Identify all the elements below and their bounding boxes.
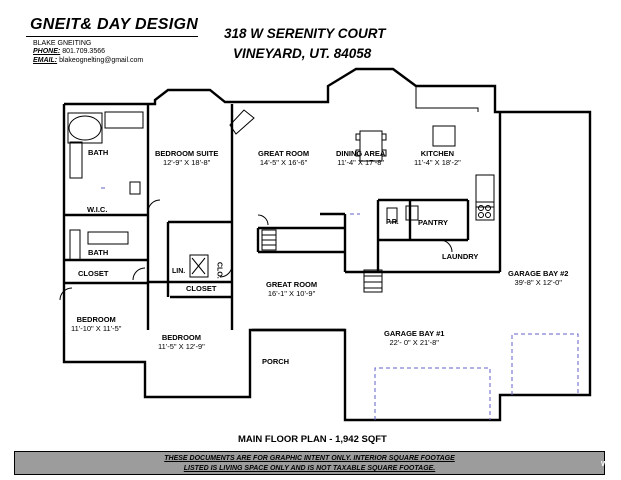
exterior-wall [62,67,592,422]
room-bath-1: BATH [88,148,109,157]
room-dimensions: 11'-10" X 11'-5" [71,323,122,333]
address-line-1: 318 W SERENITY COURT [224,26,386,41]
room-dining-area: DINING AREA 11'-4" X 17'-8" [336,149,386,167]
room-dimensions: 11'-4" X 18'-2" [414,157,461,167]
email-label: EMAIL: [33,57,58,64]
room-name: BEDROOM [161,333,201,342]
disclaimer-line-2: LISTED IS LIVING SPACE ONLY AND IS NOT T… [183,465,436,472]
room-bedroom-suite: BEDROOM SUITE 12'-9" X 18'-8" [155,149,219,167]
room-dimensions: 22'- 0" X 21'-8" [389,337,439,347]
room-linen: LIN. [172,268,186,275]
room-dimensions: 39'-8" X 12'-0" [514,277,562,287]
room-kitchen: KITCHEN 11'-4" X 18'-2" [414,149,461,167]
contact-name: BLAKE GNEITING [33,40,92,47]
room-dimensions: 11'-5" X 12'-9" [158,341,205,351]
room-closet-2: CLOSET [186,284,217,293]
room-great-room-2: GREAT ROOM 16'-1" X 10'-9" [266,280,318,298]
room-dimensions: 11'-4" X 17'-8" [337,157,385,167]
firm-underline [26,36,198,37]
room-dimensions: 12'-9" X 18'-8" [162,157,211,167]
room-name: GARAGE BAY #1 [384,329,445,338]
room-name: BEDROOM SUITE [155,149,219,158]
room-porch: PORCH [262,357,290,366]
room-powder: P.R. [386,219,399,226]
room-laundry: LAUNDRY [442,252,479,261]
phone-number: 801.709.3566 [62,48,106,55]
email-address: blakeognelting@gmail.com [59,57,144,64]
address-line-2: VINEYARD, UT. 84058 [233,46,372,61]
room-bedroom-2: BEDROOM 11'-5" X 12'-9" [158,333,205,351]
contact-phone: PHONE: 801.709.3566 [33,48,105,56]
room-name: DINING AREA [336,149,386,158]
disclaimer-line-1: THESE DOCUMENTS ARE FOR GRAPHIC INTENT O… [164,455,455,462]
watermark: WFR [601,461,617,468]
room-garage-bay-1: GARAGE BAY #1 22'- 0" X 21'-8" [384,329,445,347]
room-closet-1: CLOSET [78,269,109,278]
room-bedroom-1: BEDROOM 11'-10" X 11'-5" [71,315,122,333]
room-name: GREAT ROOM [258,149,310,158]
contact-email: EMAIL: blakeognelting@gmail.com [33,57,143,65]
floor-plan-caption: MAIN FLOOR PLAN - 1,942 SQFT [238,434,387,445]
room-pantry: PANTRY [418,218,448,227]
firm-name: GNEIT& DAY DESIGN [30,16,199,33]
room-name: BEDROOM [76,315,116,324]
room-wic: W.I.C. [87,205,108,214]
room-closet-vertical: CLO. [215,262,223,279]
room-great-room-1: GREAT ROOM 14'-5" X 16'-6" [258,149,310,167]
room-name: GARAGE BAY #2 [508,269,569,278]
room-dimensions: 16'-1" X 10'-9" [267,288,316,298]
room-name: KITCHEN [420,149,455,158]
room-name: GREAT ROOM [266,280,318,289]
disclaimer-bar: THESE DOCUMENTS ARE FOR GRAPHIC INTENT O… [14,451,605,475]
room-dimensions: 14'-5" X 16'-6" [259,157,308,167]
room-bath-2: BATH [88,248,109,257]
room-garage-bay-2: GARAGE BAY #2 39'-8" X 12'-0" [508,269,569,287]
phone-label: PHONE: [33,48,61,55]
